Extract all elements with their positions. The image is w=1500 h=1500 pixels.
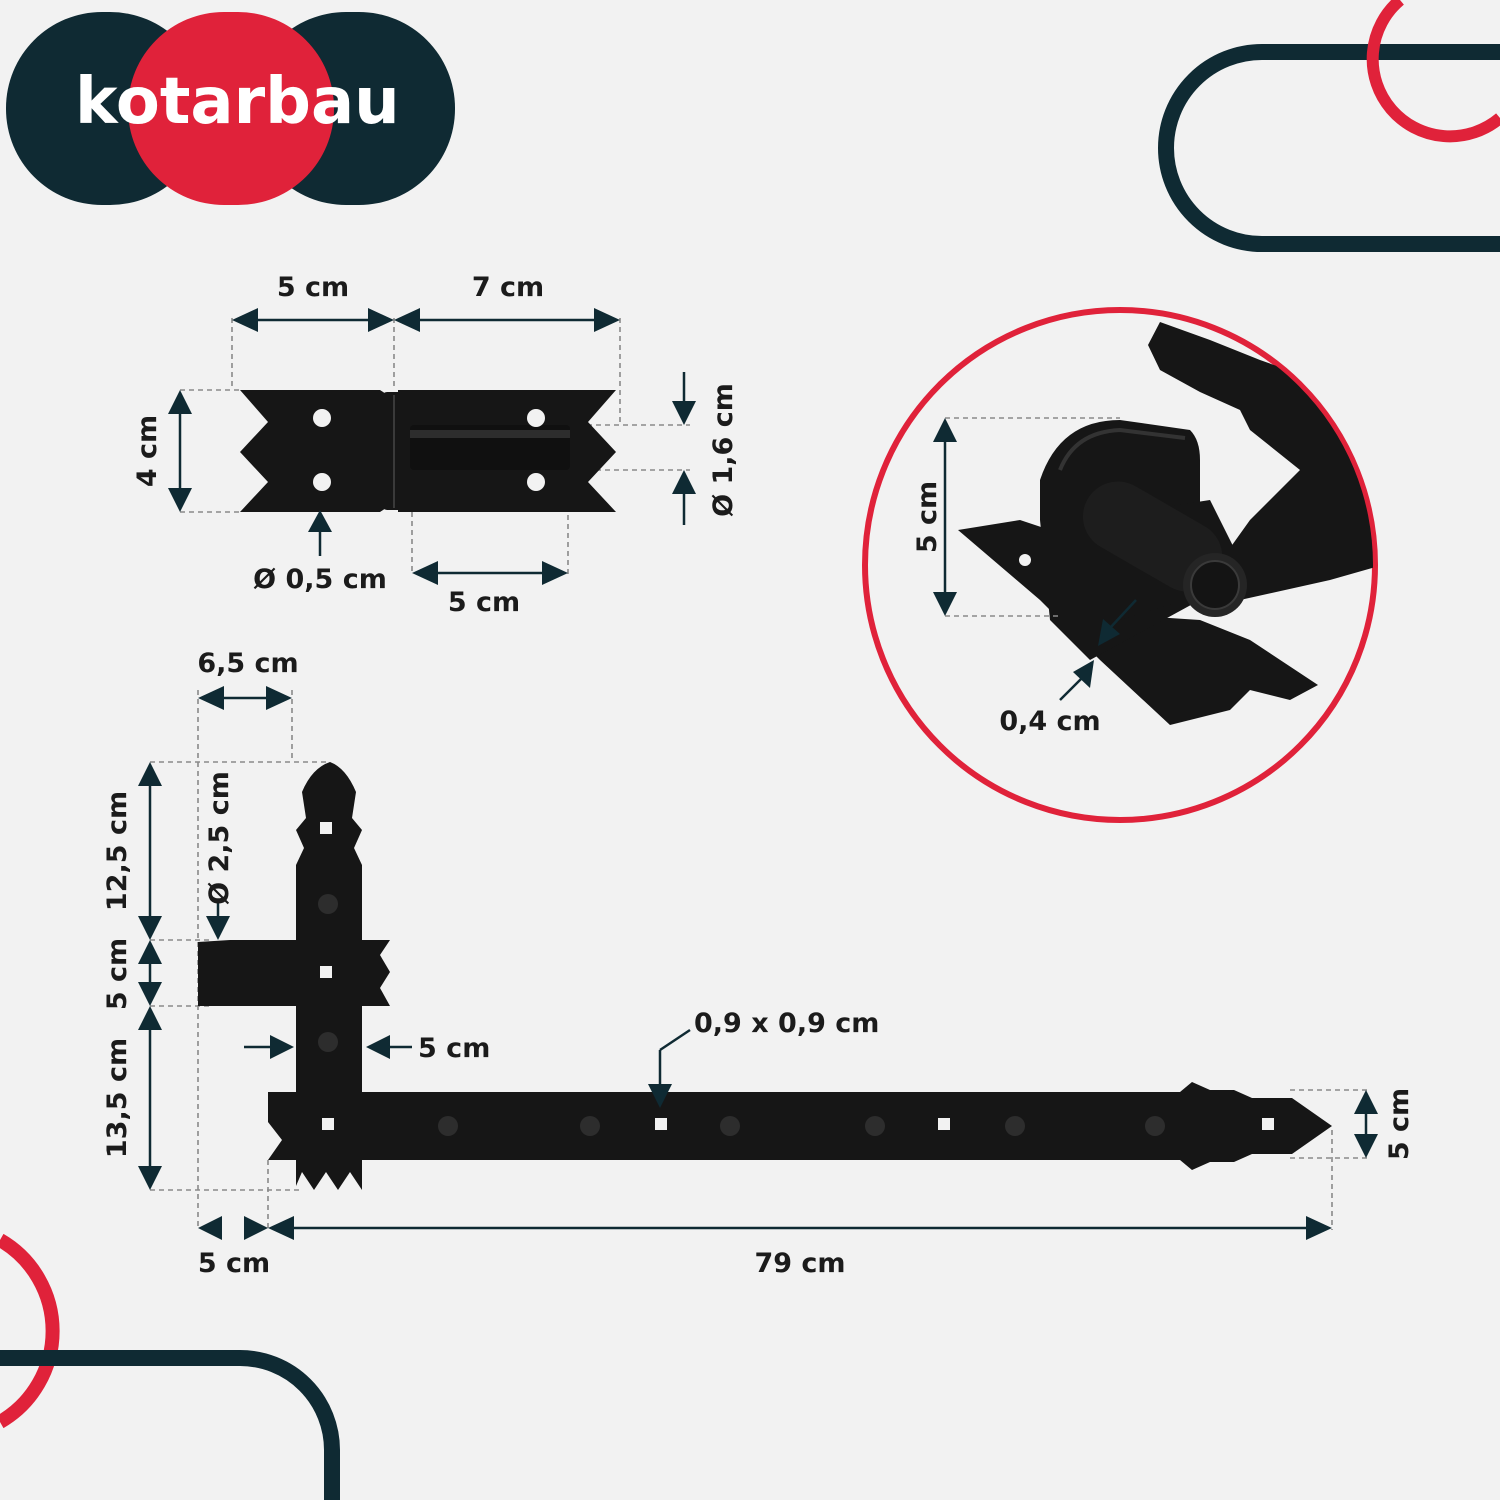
ring-bottom-left-red [0, 1233, 60, 1429]
dim-detail-height: 5 cm [912, 418, 957, 616]
small-hinge-drawing: 5 cm 7 cm 4 cm Ø 1,6 cm Ø 0,5 cm [132, 272, 739, 618]
large-hinge-drawing: 6,5 cm Ø 2,5 cm 12,5 cm 5 cm 13,5 cm [102, 648, 1415, 1279]
square-hole [322, 1118, 334, 1130]
dim-width-left: 5 cm [232, 272, 394, 332]
square-hole [320, 822, 332, 834]
svg-text:79 cm: 79 cm [754, 1248, 845, 1279]
dim-large-pin-diameter: Ø 2,5 cm [204, 771, 235, 940]
svg-text:5 cm: 5 cm [102, 938, 133, 1010]
dim-large-upper-length: 12,5 cm [102, 762, 162, 940]
dim-large-offset: 5 cm [198, 1216, 270, 1279]
square-hole [320, 966, 332, 978]
svg-text:Ø 0,5 cm: Ø 0,5 cm [253, 564, 387, 595]
detail-pin [1082, 481, 1223, 592]
svg-text:7 cm: 7 cm [472, 272, 544, 303]
dim-large-mid-length: 5 cm [102, 938, 162, 1010]
logo-red-pill [128, 12, 334, 205]
large-hinge-horizontal-strap [268, 1082, 1332, 1170]
square-hole [655, 1118, 667, 1130]
svg-text:5 cm: 5 cm [1384, 1088, 1415, 1160]
ring-bottom-left-navy [0, 1350, 340, 1500]
dim-large-width-top: 6,5 cm [197, 648, 299, 710]
svg-text:Ø 2,5 cm: Ø 2,5 cm [204, 771, 235, 905]
dim-large-vertical-width: 5 cm [244, 1033, 490, 1064]
dim-detail-thickness: 0,4 cm [999, 599, 1137, 737]
dim-width-right: 7 cm [394, 272, 620, 332]
screw-hole [527, 409, 545, 427]
dim-large-lower-length: 13,5 cm [102, 1006, 162, 1190]
screw-hole [313, 473, 331, 491]
rivet-dimples [318, 894, 1165, 1136]
ring-top-right-navy [1158, 44, 1500, 252]
brand-logo: kotarbau [6, 12, 455, 205]
svg-text:0,4 cm: 0,4 cm [999, 706, 1100, 737]
svg-text:13,5 cm: 13,5 cm [102, 1038, 133, 1158]
square-hole [1262, 1118, 1274, 1130]
svg-text:4 cm: 4 cm [132, 415, 163, 487]
svg-text:0,9 x 0,9 cm: 0,9 x 0,9 cm [694, 1008, 879, 1039]
dim-pin-length: 5 cm [412, 561, 568, 618]
dim-hole-diameter: Ø 0,5 cm [253, 510, 387, 595]
dim-large-strap-length: 79 cm [268, 1216, 1332, 1279]
svg-text:5 cm: 5 cm [198, 1248, 270, 1279]
screw-hole [527, 473, 545, 491]
svg-text:5 cm: 5 cm [277, 272, 349, 303]
square-hole [938, 1118, 950, 1130]
svg-text:6,5 cm: 6,5 cm [197, 648, 298, 679]
detail-zoom-view: 5 cm 0,4 cm [862, 307, 1378, 823]
logo-wordmark: kotarbau [75, 65, 400, 139]
svg-text:Ø 1,6 cm: Ø 1,6 cm [708, 383, 739, 517]
svg-text:5 cm: 5 cm [912, 481, 943, 553]
dim-height: 4 cm [132, 390, 192, 512]
small-hinge-left-plate [240, 390, 395, 512]
screw-hole [313, 409, 331, 427]
svg-text:5 cm: 5 cm [418, 1033, 490, 1064]
dim-large-strap-width: 5 cm [1354, 1088, 1415, 1160]
dim-large-square-hole: 0,9 x 0,9 cm [648, 1008, 879, 1108]
svg-text:12,5 cm: 12,5 cm [102, 791, 133, 911]
dim-pin-diameter: Ø 1,6 cm [672, 372, 739, 525]
ring-top-right-red [1366, 0, 1500, 143]
svg-text:5 cm: 5 cm [448, 587, 520, 618]
